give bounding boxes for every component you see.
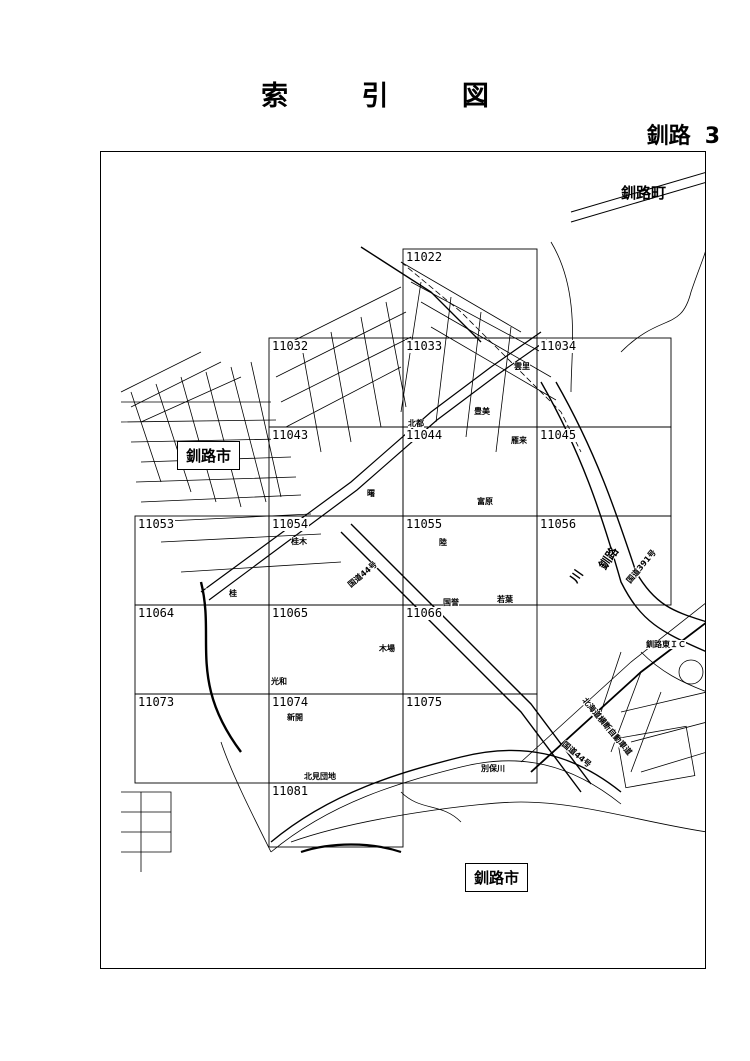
place-label: 雁来	[511, 436, 527, 445]
place-label: 富原	[477, 497, 493, 506]
grid-cell-label[interactable]: 11075	[405, 695, 444, 709]
grid-cell-label[interactable]: 11034	[539, 339, 578, 353]
grid-cell-label[interactable]: 11064	[137, 606, 176, 620]
grid-cell-label[interactable]: 11043	[271, 428, 310, 442]
grid-cell-label[interactable]: 11065	[271, 606, 310, 620]
street-map	[120, 172, 705, 872]
index-map-frame: 11022 11032 11033 11034 11043 11044 1104…	[100, 151, 706, 969]
sheet-name: 釧路	[646, 124, 691, 149]
grid-cell-label[interactable]: 11074	[271, 695, 310, 709]
city-name-kushiro-west: 釧路市	[177, 441, 241, 470]
place-label: 国誉	[443, 598, 459, 607]
grid-cell-label[interactable]: 11081	[271, 784, 310, 798]
sheet-label: 釧路 3	[647, 118, 720, 150]
grid-cell-label[interactable]: 11032	[271, 339, 310, 353]
grid-cell-label[interactable]: 11066	[405, 606, 444, 620]
place-label: 曙	[367, 489, 375, 498]
grid-cell-label[interactable]: 11022	[405, 250, 444, 264]
grid-cell-label[interactable]: 11044	[405, 428, 444, 442]
city-name-kushiro-town: 釧路町	[621, 184, 667, 202]
river-label: 別保川	[481, 764, 505, 773]
place-label: 陸	[439, 538, 447, 547]
place-label: 桂木	[291, 537, 307, 546]
place-label: 豊美	[474, 407, 490, 416]
grid-cell-label[interactable]: 11053	[137, 517, 176, 531]
grid-cell-label[interactable]: 11045	[539, 428, 578, 442]
place-label: 北見団地	[304, 772, 336, 781]
grid-cell-label[interactable]: 11055	[405, 517, 444, 531]
city-name-kushiro-south: 釧路市	[465, 863, 529, 892]
sheet-number: 3	[704, 124, 720, 149]
grid-cell-label[interactable]: 11073	[137, 695, 176, 709]
place-label: 若葉	[497, 595, 513, 604]
place-label: 木場	[379, 644, 395, 653]
place-label: 光和	[271, 677, 287, 686]
place-label: 新開	[287, 713, 303, 722]
place-label: 雲里	[514, 362, 530, 371]
grid-cell-label[interactable]: 11033	[405, 339, 444, 353]
page-title: 索 引 図	[261, 81, 521, 112]
grid-cell-label[interactable]: 11054	[271, 517, 310, 531]
interchange-label: 釧路東ＩＣ	[646, 640, 686, 649]
place-label: 北都	[408, 419, 424, 428]
grid-cell-label[interactable]: 11056	[539, 517, 578, 531]
place-label: 桂	[229, 589, 237, 598]
